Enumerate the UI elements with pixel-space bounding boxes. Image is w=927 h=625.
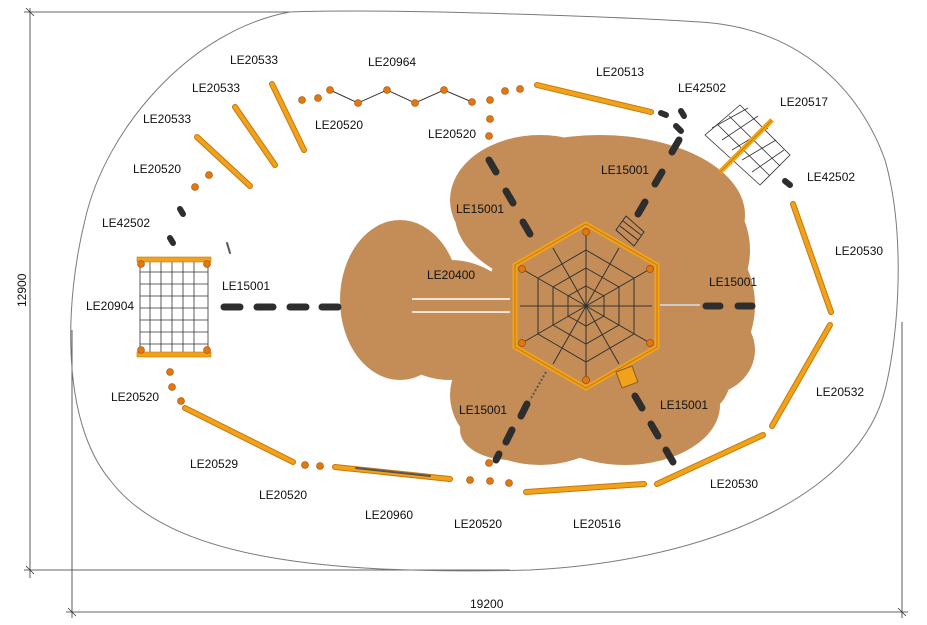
label-le20960: LE20960 — [365, 508, 413, 522]
stepping-posts — [166, 85, 524, 487]
label-le20400: LE20400 — [427, 268, 475, 282]
small-stepping-stones — [167, 108, 793, 246]
dimension-lines — [24, 7, 908, 618]
label-le20532: LE20532 — [816, 385, 864, 399]
label-le20520-center-top: LE20520 — [428, 127, 476, 141]
hexagon-posts — [518, 228, 654, 384]
rope-ladder — [529, 371, 547, 401]
component-labels: LE20533 LE20964 LE20533 LE20520 LE20513 … — [86, 53, 883, 531]
height-dimension: 12900 — [15, 273, 29, 307]
ground-surface — [340, 135, 755, 465]
label-le15001-upper-left: LE15001 — [456, 202, 504, 216]
label-le42502-right: LE42502 — [807, 170, 855, 184]
label-le20520-left: LE20520 — [133, 162, 181, 176]
label-le42502-left: LE42502 — [102, 216, 150, 230]
label-le20533-top: LE20533 — [230, 53, 278, 67]
label-le20517: LE20517 — [780, 95, 828, 109]
label-le20520-bottom-left: LE20520 — [259, 488, 307, 502]
label-le20533-mid: LE20533 — [192, 81, 240, 95]
climbing-net-frame — [136, 256, 212, 358]
label-le20520-bottom: LE20520 — [454, 517, 502, 531]
label-le15001-lower-right: LE15001 — [660, 398, 708, 412]
label-le15001-left: LE15001 — [222, 279, 270, 293]
label-le20529: LE20529 — [190, 457, 238, 471]
width-dimension: 19200 — [470, 597, 504, 611]
label-le20513: LE20513 — [596, 65, 644, 79]
label-le20520-top: LE20520 — [315, 118, 363, 132]
label-le42502-top: LE42502 — [678, 81, 726, 95]
safety-area-outline — [70, 10, 899, 572]
label-le20520-lower-left: LE20520 — [111, 390, 159, 404]
spider-web-net — [520, 232, 652, 380]
label-le15001-lower-left: LE15001 — [459, 403, 507, 417]
label-le20964: LE20964 — [368, 55, 416, 69]
rope-traverse — [326, 86, 476, 107]
label-le15001-top: LE15001 — [601, 163, 649, 177]
balance-beams — [182, 81, 834, 495]
label-le20530-bottom: LE20530 — [710, 477, 758, 491]
label-le15001-right: LE15001 — [709, 275, 757, 289]
bridge-walkway — [412, 298, 510, 313]
label-le20533-low: LE20533 — [143, 112, 191, 126]
stepping-stones — [220, 136, 756, 466]
ladder-bottom — [615, 365, 639, 389]
central-hexagon-frame — [512, 221, 660, 391]
label-le20516: LE20516 — [573, 517, 621, 531]
ladder-top — [615, 215, 645, 247]
climbing-net-diamond — [704, 104, 791, 186]
label-le20530-right: LE20530 — [835, 244, 883, 258]
label-le20904: LE20904 — [86, 299, 134, 313]
